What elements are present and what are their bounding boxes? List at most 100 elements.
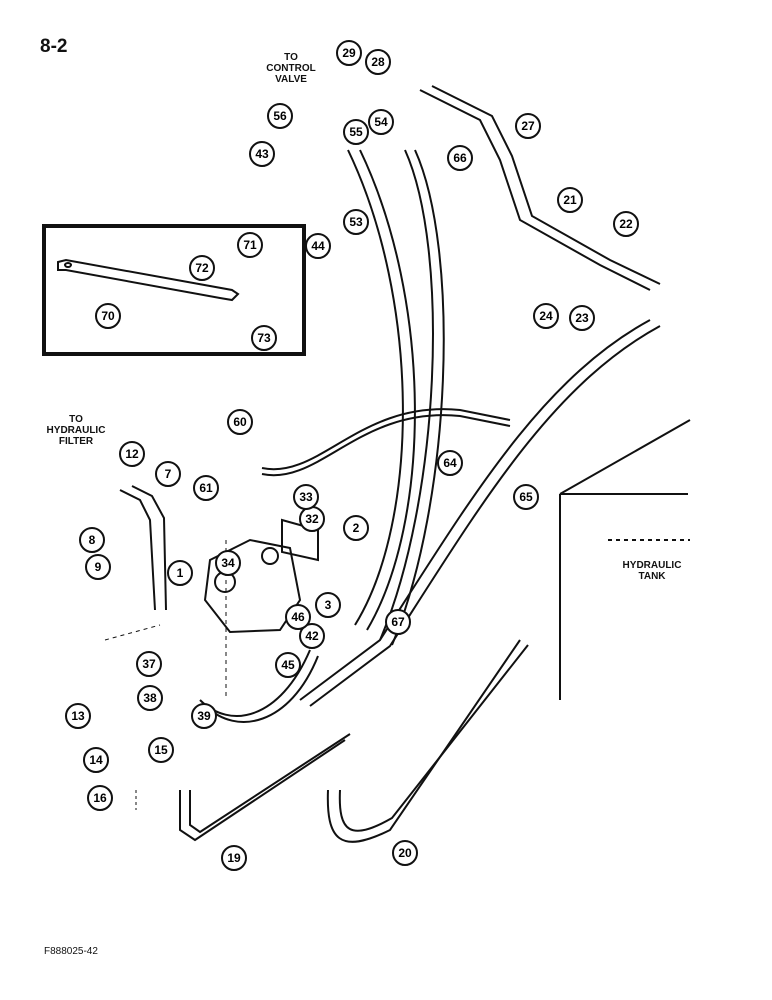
callout-33: 33 — [293, 484, 319, 510]
svg-text:12: 12 — [125, 447, 139, 461]
svg-text:66: 66 — [453, 151, 467, 165]
svg-text:37: 37 — [142, 657, 156, 671]
svg-text:23: 23 — [575, 311, 589, 325]
callout-72: 72 — [189, 255, 215, 281]
label-to-control-valve: TO CONTROL VALVE — [266, 52, 316, 85]
label-hydraulic-tank: HYDRAULIC TANK — [622, 560, 682, 582]
svg-text:20: 20 — [398, 846, 412, 860]
pipe-7 — [119, 489, 156, 611]
svg-text:42: 42 — [305, 629, 319, 643]
callout-13: 13 — [65, 703, 91, 729]
svg-text:61: 61 — [199, 481, 213, 495]
svg-text:43: 43 — [255, 147, 269, 161]
svg-text:54: 54 — [374, 115, 388, 129]
svg-text:15: 15 — [154, 743, 168, 757]
svg-text:56: 56 — [273, 109, 287, 123]
svg-text:53: 53 — [349, 215, 363, 229]
callout-7: 7 — [155, 461, 181, 487]
svg-text:27: 27 — [521, 119, 535, 133]
svg-text:21: 21 — [563, 193, 577, 207]
callout-23: 23 — [569, 305, 595, 331]
svg-text:9: 9 — [95, 560, 102, 574]
callout-29: 29 — [336, 40, 362, 66]
svg-text:19: 19 — [227, 851, 241, 865]
svg-text:72: 72 — [195, 261, 209, 275]
callout-55: 55 — [343, 119, 369, 145]
callout-42: 42 — [299, 623, 325, 649]
svg-text:38: 38 — [143, 691, 157, 705]
callout-38: 38 — [137, 685, 163, 711]
pipe-19 — [179, 739, 346, 842]
callout-39: 39 — [191, 703, 217, 729]
callout-54: 54 — [368, 109, 394, 135]
callout-45: 45 — [275, 652, 301, 678]
callout-3: 3 — [315, 592, 341, 618]
callout-53: 53 — [343, 209, 369, 235]
callout-44: 44 — [305, 233, 331, 259]
inset-frame — [42, 224, 306, 356]
svg-text:60: 60 — [233, 415, 247, 429]
callout-2: 2 — [343, 515, 369, 541]
svg-text:44: 44 — [311, 239, 325, 253]
callout-8: 8 — [79, 527, 105, 553]
callout-1: 1 — [167, 560, 193, 586]
svg-text:39: 39 — [197, 709, 211, 723]
line-64 — [261, 408, 511, 471]
svg-text:13: 13 — [71, 709, 85, 723]
svg-text:65: 65 — [519, 490, 533, 504]
callout-71: 71 — [237, 232, 263, 258]
callout-46: 46 — [285, 604, 311, 630]
svg-text:33: 33 — [299, 490, 313, 504]
callout-73: 73 — [251, 325, 277, 351]
svg-text:46: 46 — [291, 610, 305, 624]
hose-53-upper — [347, 149, 404, 626]
svg-text:29: 29 — [342, 46, 356, 60]
svg-text:71: 71 — [243, 238, 257, 252]
callout-64: 64 — [437, 450, 463, 476]
callout-66: 66 — [447, 145, 473, 171]
callout-27: 27 — [515, 113, 541, 139]
svg-text:45: 45 — [281, 658, 295, 672]
figure-code: F888025-42 — [44, 946, 98, 957]
callout-65: 65 — [513, 484, 539, 510]
svg-text:2: 2 — [353, 521, 360, 535]
bracket-70 — [57, 258, 240, 302]
callout-34: 34 — [215, 550, 241, 576]
callout-43: 43 — [249, 141, 275, 167]
callout-19: 19 — [221, 845, 247, 871]
svg-text:3: 3 — [325, 598, 332, 612]
callout-16: 16 — [87, 785, 113, 811]
callout-28: 28 — [365, 49, 391, 75]
svg-text:28: 28 — [371, 55, 385, 69]
svg-text:8: 8 — [89, 533, 96, 547]
svg-text:32: 32 — [305, 512, 319, 526]
page-number: 8-2 — [40, 36, 68, 57]
callout-56: 56 — [267, 103, 293, 129]
svg-text:67: 67 — [391, 615, 405, 629]
svg-text:70: 70 — [101, 309, 115, 323]
hydraulic-tank-outline — [559, 419, 691, 700]
callout-22: 22 — [613, 211, 639, 237]
callout-61: 61 — [193, 475, 219, 501]
svg-text:34: 34 — [221, 556, 235, 570]
svg-text:14: 14 — [89, 753, 103, 767]
callout-37: 37 — [136, 651, 162, 677]
callout-20: 20 — [392, 840, 418, 866]
svg-text:1: 1 — [177, 566, 184, 580]
callout-24: 24 — [533, 303, 559, 329]
svg-text:55: 55 — [349, 125, 363, 139]
pipe-27 — [419, 89, 651, 291]
callout-9: 9 — [85, 554, 111, 580]
callout-12: 12 — [119, 441, 145, 467]
svg-text:7: 7 — [165, 467, 172, 481]
callout-15: 15 — [148, 737, 174, 763]
callout-14: 14 — [83, 747, 109, 773]
callout-32: 32 — [299, 506, 325, 532]
svg-text:16: 16 — [93, 791, 107, 805]
callout-67: 67 — [385, 609, 411, 635]
callout-60: 60 — [227, 409, 253, 435]
svg-text:73: 73 — [257, 331, 271, 345]
svg-text:64: 64 — [443, 456, 457, 470]
hose-20 — [326, 639, 521, 843]
